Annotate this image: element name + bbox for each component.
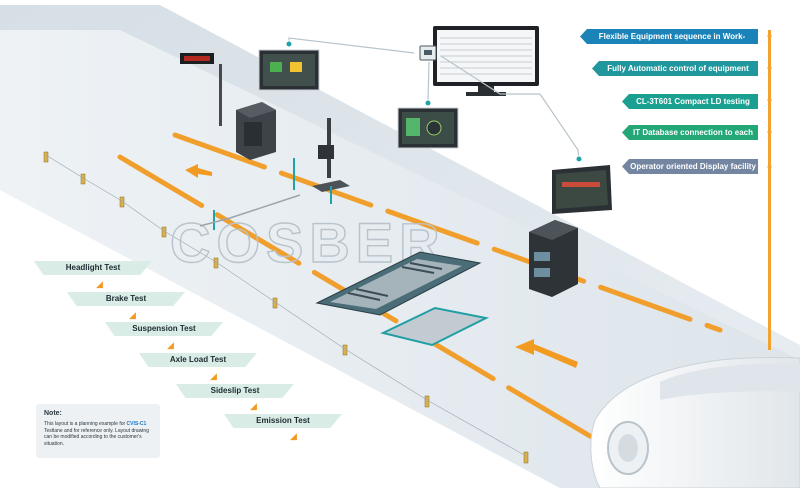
step-arrow-icon: ◢ [250,401,257,411]
note-title: Note: [44,410,62,417]
test-step-suspension: Suspension Test [105,322,223,336]
pc-monitor [433,26,539,96]
post [424,395,430,408]
note-text-before: This layout is a planning example for [44,421,127,427]
feature-tag-it-database: IT Database connection to each PC [622,125,758,140]
step-arrow-icon: ◢ [129,310,136,320]
direction-arrows [185,164,578,368]
feature-ticks [767,34,772,169]
feature-timeline-bar [768,30,771,350]
feature-tag-automatic-control: Fully Automatic control of equipment [592,61,758,76]
step-arrow-icon: ◢ [167,340,174,350]
post [523,451,529,464]
emission-cart [529,220,578,297]
screen-equipment-3 [552,165,612,214]
post [119,196,125,208]
step-arrow-icon: ◢ [96,279,103,289]
feature-label: Flexible Equipment sequence in Work-stat… [598,32,746,56]
network-nodes [285,40,583,163]
note-text: This layout is a planning example for CV… [44,421,156,447]
sideslip-plate [380,306,490,347]
test-step-sideslip: Sideslip Test [176,384,294,398]
rollers [347,262,443,301]
floor-cable [199,194,301,227]
feature-label: Fully Automatic control of equipment [607,64,749,73]
test-step-brake: Brake Test [67,292,185,306]
note-highlight: CVIS-C1 [126,421,147,427]
arrow-left-lower [515,339,578,368]
step-arrow-icon: ◢ [210,371,217,381]
note-text-after: Testlane and for reference only. Layout … [44,427,149,447]
feature-tag-operator-display: Operator oriented Display facility [622,159,758,174]
arrow-left-upper [185,164,212,178]
display-pole [180,53,222,126]
rope-line [45,154,527,457]
screen-equipment-1 [258,49,320,91]
feature-label: CL-3T601 Compact LD testing layout [636,97,750,121]
test-step-axle-load: Axle Load Test [139,353,257,367]
feature-tag-compact-layout: CL-3T601 Compact LD testing layout [622,94,758,109]
control-cabinet [236,102,276,160]
network-router [419,45,437,61]
feature-label: IT Database connection to each PC [632,128,754,152]
teal-stands [213,158,332,230]
test-step-emission: Emission Test [224,414,342,428]
feature-tag-equipment-sequence: Flexible Equipment sequence in Work-stat… [580,29,758,44]
step-arrow-icon: ◢ [290,431,297,441]
test-plates [315,251,490,347]
vehicle [590,357,800,488]
test-step-headlight: Headlight Test [34,261,152,275]
note-box: Note: This layout is a planning example … [36,404,160,458]
post [43,151,49,163]
screen-equipment-2 [397,107,459,149]
feature-label: Operator oriented Display facility [630,162,756,171]
